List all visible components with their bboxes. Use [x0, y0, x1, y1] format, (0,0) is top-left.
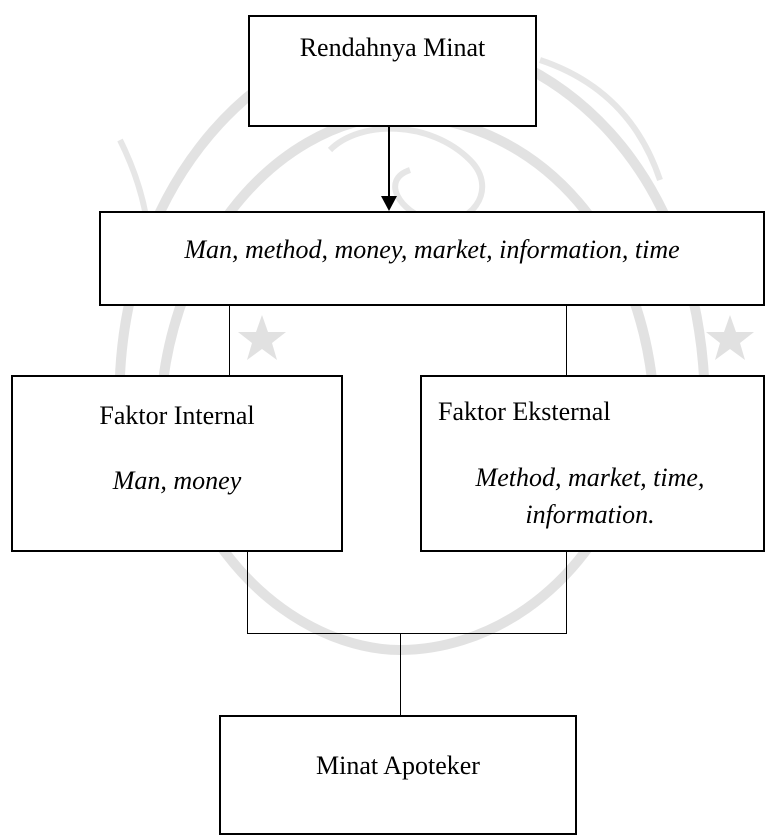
- internal-factor-box: [11, 375, 343, 552]
- connector-left-lower: [247, 552, 248, 634]
- arrow-shaft: [388, 127, 390, 197]
- connector-right-lower: [566, 552, 567, 634]
- bottom-box: [219, 715, 577, 835]
- external-factor-title: Faktor Eksternal: [438, 397, 611, 426]
- factors-box-label: Man, method, money, market, information,…: [184, 235, 680, 264]
- bottom-box-label: Minat Apoteker: [316, 751, 480, 780]
- connector-right-upper: [566, 306, 567, 375]
- external-factor-items: Method, market, time, information.: [475, 463, 705, 529]
- internal-factor-title: Faktor Internal: [99, 401, 255, 430]
- external-factor-box: [420, 375, 765, 552]
- connector-horizontal: [247, 633, 567, 634]
- top-box: [248, 15, 537, 127]
- connector-center-down: [400, 633, 401, 715]
- arrow-head-icon: [381, 196, 397, 211]
- top-box-label: Rendahnya Minat: [299, 33, 486, 62]
- factors-box: [99, 211, 765, 306]
- connector-left-upper: [229, 306, 230, 375]
- internal-factor-items: Man, money: [112, 466, 242, 495]
